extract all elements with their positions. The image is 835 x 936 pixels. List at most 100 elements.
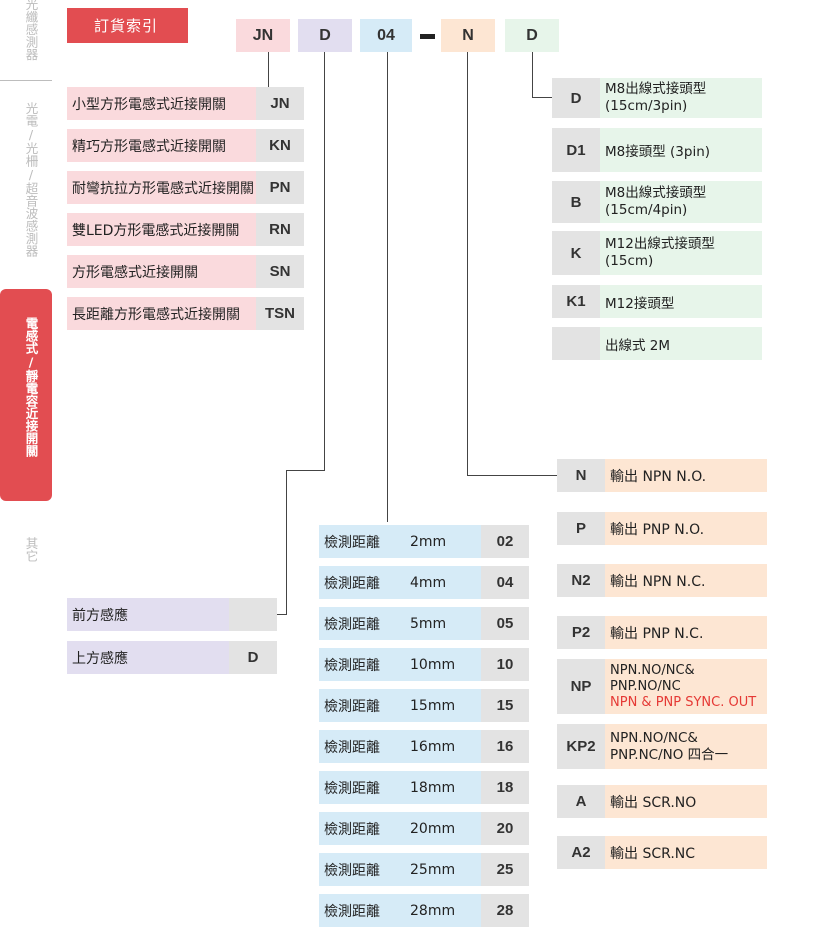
distance-label: 檢測距離 10mm xyxy=(319,648,481,681)
distance-label: 檢測距離 5mm xyxy=(319,607,481,640)
list-item: A 輸出 SCR.NO xyxy=(557,785,767,818)
distance-label-text: 檢測距離 xyxy=(324,616,380,633)
sidebar-item-fiber[interactable]: 光纖感測器 xyxy=(23,0,39,61)
list-item: 方形電感式近接開關 SN xyxy=(67,255,304,288)
distance-label-text: 檢測距離 xyxy=(324,780,380,797)
connection-code: K xyxy=(552,231,600,275)
code-output: N xyxy=(441,19,495,52)
face-code: D xyxy=(229,641,277,674)
output-code: P xyxy=(557,512,605,545)
model-label: 小型方形電感式近接開關 xyxy=(67,87,256,120)
output-code: A xyxy=(557,785,605,818)
distance-label: 檢測距離 2mm xyxy=(319,525,481,558)
output-label: 輸出 NPN N.C. xyxy=(605,564,767,597)
output-label: 輸出 NPN N.O. xyxy=(605,459,767,492)
sidebar-item-inductive[interactable]: 電感式/靜電容近接開關 xyxy=(0,289,52,501)
sensing-face-list: 前方感應 上方感應 D xyxy=(67,598,277,674)
list-item: 出線式 2M xyxy=(552,327,762,360)
model-label: 精巧方形電感式近接開關 xyxy=(67,129,256,162)
connection-label: M12出線式接頭型 (15cm) xyxy=(600,231,762,275)
list-item: 小型方形電感式近接開關 JN xyxy=(67,87,304,120)
connector-output-h xyxy=(467,475,557,476)
list-item: 檢測距離 20mm 20 xyxy=(319,812,529,845)
code-series: JN xyxy=(236,19,290,52)
output-label-line2: PNP.NC/NO 四合一 xyxy=(610,746,729,763)
distance-value: 28mm xyxy=(410,902,456,919)
connection-label: M8出線式接頭型 (15cm/4pin) xyxy=(600,181,762,223)
model-code: RN xyxy=(256,213,304,246)
list-item: K1 M12接頭型 xyxy=(552,285,762,318)
list-item: 上方感應 D xyxy=(67,641,277,674)
list-item: P2 輸出 PNP N.C. xyxy=(557,616,767,649)
sidebar-item-other[interactable]: 其它 xyxy=(23,537,39,562)
connector-face-h2 xyxy=(277,614,287,615)
list-item: B M8出線式接頭型 (15cm/4pin) xyxy=(552,181,762,223)
list-item: 長距離方形電感式近接開關 TSN xyxy=(67,297,304,330)
list-item: 檢測距離 15mm 15 xyxy=(319,689,529,722)
list-item: N 輸出 NPN N.O. xyxy=(557,459,767,492)
model-label: 雙LED方形電感式近接開關 xyxy=(67,213,256,246)
distance-label: 檢測距離 20mm xyxy=(319,812,481,845)
distance-value: 15mm xyxy=(410,697,456,714)
distance-label: 檢測距離 16mm xyxy=(319,730,481,763)
output-code: NP xyxy=(557,659,605,714)
connection-code: D1 xyxy=(552,128,600,172)
connection-label-line2: (15cm) xyxy=(605,253,654,269)
face-code xyxy=(229,598,277,631)
distance-value: 4mm xyxy=(410,574,447,591)
connector-face-v2 xyxy=(286,470,287,615)
connection-label-line1: M8出線式接頭型 xyxy=(605,185,707,201)
model-code: KN xyxy=(256,129,304,162)
connection-label: M12接頭型 xyxy=(600,285,762,318)
connection-code: K1 xyxy=(552,285,600,318)
distance-label-text: 檢測距離 xyxy=(324,698,380,715)
code-face: D xyxy=(298,19,352,52)
connection-code: D xyxy=(552,78,600,118)
distance-code: 15 xyxy=(481,689,529,722)
connector-conn-v xyxy=(532,52,533,98)
code-connection: D xyxy=(505,19,559,52)
face-label: 前方感應 xyxy=(67,598,229,631)
connector-face-v xyxy=(324,52,325,470)
output-code: A2 xyxy=(557,836,605,869)
distance-value: 18mm xyxy=(410,779,456,796)
output-code: N2 xyxy=(557,564,605,597)
output-label-line1: NPN.NO/NC& xyxy=(610,729,698,746)
list-item: KP2 NPN.NO/NC& PNP.NC/NO 四合一 xyxy=(557,724,767,769)
connection-label-line2: (15cm/3pin) xyxy=(605,98,688,114)
distance-code: 20 xyxy=(481,812,529,845)
list-item: P 輸出 PNP N.O. xyxy=(557,512,767,545)
distance-value: 2mm xyxy=(410,533,447,550)
list-item: 檢測距離 16mm 16 xyxy=(319,730,529,763)
distance-code: 02 xyxy=(481,525,529,558)
connection-label-line1: M12出線式接頭型 xyxy=(605,236,715,252)
face-label: 上方感應 xyxy=(67,641,229,674)
model-label: 方形電感式近接開關 xyxy=(67,255,256,288)
list-item: A2 輸出 SCR.NC xyxy=(557,836,767,869)
connection-label-line2: (15cm/4pin) xyxy=(605,202,688,218)
list-item: 精巧方形電感式近接開關 KN xyxy=(67,129,304,162)
sidebar-divider xyxy=(0,80,52,81)
distance-code: 18 xyxy=(481,771,529,804)
distance-label-text: 檢測距離 xyxy=(324,575,380,592)
sidebar-item-photoelectric[interactable]: 光電/光柵/超音波感測器 xyxy=(23,102,39,257)
distance-label: 檢測距離 4mm xyxy=(319,566,481,599)
distance-code: 04 xyxy=(481,566,529,599)
model-code: TSN xyxy=(256,297,304,330)
distance-value: 20mm xyxy=(410,820,456,837)
model-code: SN xyxy=(256,255,304,288)
list-item: 耐彎抗拉方形電感式近接開關 PN xyxy=(67,171,304,204)
list-item: 檢測距離 10mm 10 xyxy=(319,648,529,681)
distance-code: 28 xyxy=(481,894,529,927)
connection-label: M8接頭型 (3pin) xyxy=(600,128,762,172)
connection-code: B xyxy=(552,181,600,223)
list-item: 雙LED方形電感式近接開關 RN xyxy=(67,213,304,246)
output-label: 輸出 PNP N.O. xyxy=(605,512,767,545)
model-label: 長距離方形電感式近接開關 xyxy=(67,297,256,330)
list-item: D M8出線式接頭型 (15cm/3pin) xyxy=(552,78,762,118)
list-item: 檢測距離 18mm 18 xyxy=(319,771,529,804)
list-item: N2 輸出 NPN N.C. xyxy=(557,564,767,597)
distance-label-text: 檢測距離 xyxy=(324,862,380,879)
distance-label-text: 檢測距離 xyxy=(324,657,380,674)
list-item: 檢測距離 25mm 25 xyxy=(319,853,529,886)
